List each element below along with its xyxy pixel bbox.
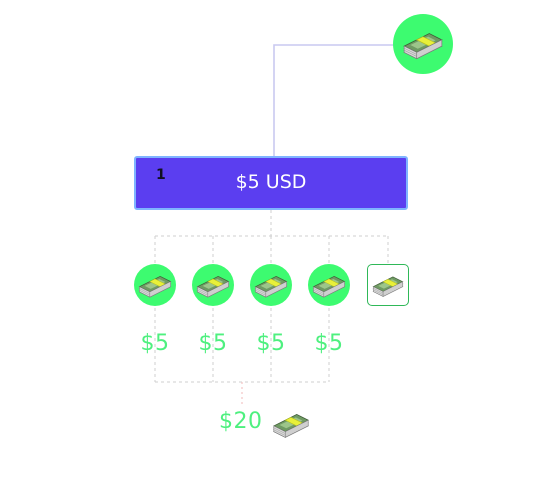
child-amount-1: $5 [140,331,170,356]
cash-stack-icon [313,275,345,298]
child-node-5[interactable] [367,264,409,306]
cash-stack-icon [273,413,309,438]
child-node-2[interactable] [192,264,234,306]
child-amount-2: $5 [198,331,228,356]
cash-stack-icon [255,275,287,298]
header-label: $5 USD [235,171,307,193]
child-node-1[interactable] [134,264,176,306]
cash-stack-icon [139,275,171,298]
header-box[interactable]: 1 $5 USD [134,156,408,210]
header-number: 1 [156,167,166,183]
child-amount-4: $5 [314,331,344,356]
child-node-3[interactable] [250,264,292,306]
total-amount: $20 [219,409,263,434]
cash-stack-icon [197,275,229,298]
child-amount-3: $5 [256,331,286,356]
child-node-4[interactable] [308,264,350,306]
cash-stack-icon [403,33,443,60]
root-node[interactable] [393,14,453,74]
cash-stack-icon [372,276,404,297]
